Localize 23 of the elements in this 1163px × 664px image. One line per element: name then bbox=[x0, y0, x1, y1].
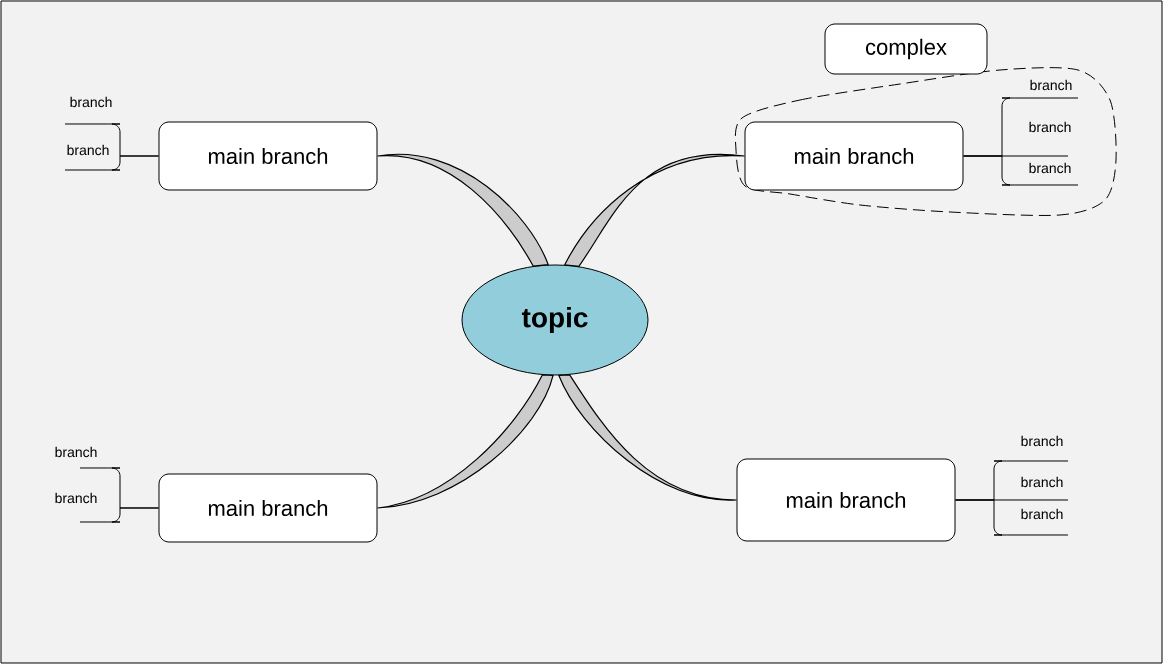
branch-label: branch bbox=[1029, 162, 1071, 174]
branch-line bbox=[955, 499, 1069, 536]
branch-band bbox=[558, 374, 738, 501]
branch-label: branch bbox=[1029, 121, 1071, 133]
main-branch-box: main branch bbox=[158, 473, 378, 543]
branch-label: branch bbox=[55, 492, 97, 504]
main-branch-box: main branch bbox=[736, 458, 956, 542]
branch-line bbox=[64, 155, 159, 171]
branch-label: branch bbox=[70, 96, 112, 108]
branch-band bbox=[564, 153, 746, 267]
branch-band bbox=[376, 153, 549, 267]
branch-line bbox=[963, 155, 1079, 186]
branch-label: branch bbox=[1021, 435, 1063, 447]
branch-label: branch bbox=[1030, 79, 1072, 91]
main-branch-box: main branch bbox=[158, 121, 378, 191]
branch-label: branch bbox=[55, 446, 97, 458]
branch-line bbox=[79, 507, 159, 523]
branch-label: branch bbox=[1021, 508, 1063, 520]
main-branch-box: complex bbox=[824, 23, 988, 75]
main-branch-box: main branch bbox=[744, 121, 964, 191]
branch-label: branch bbox=[1021, 476, 1063, 488]
branch-label: branch bbox=[67, 144, 109, 156]
branch-band bbox=[376, 374, 554, 509]
